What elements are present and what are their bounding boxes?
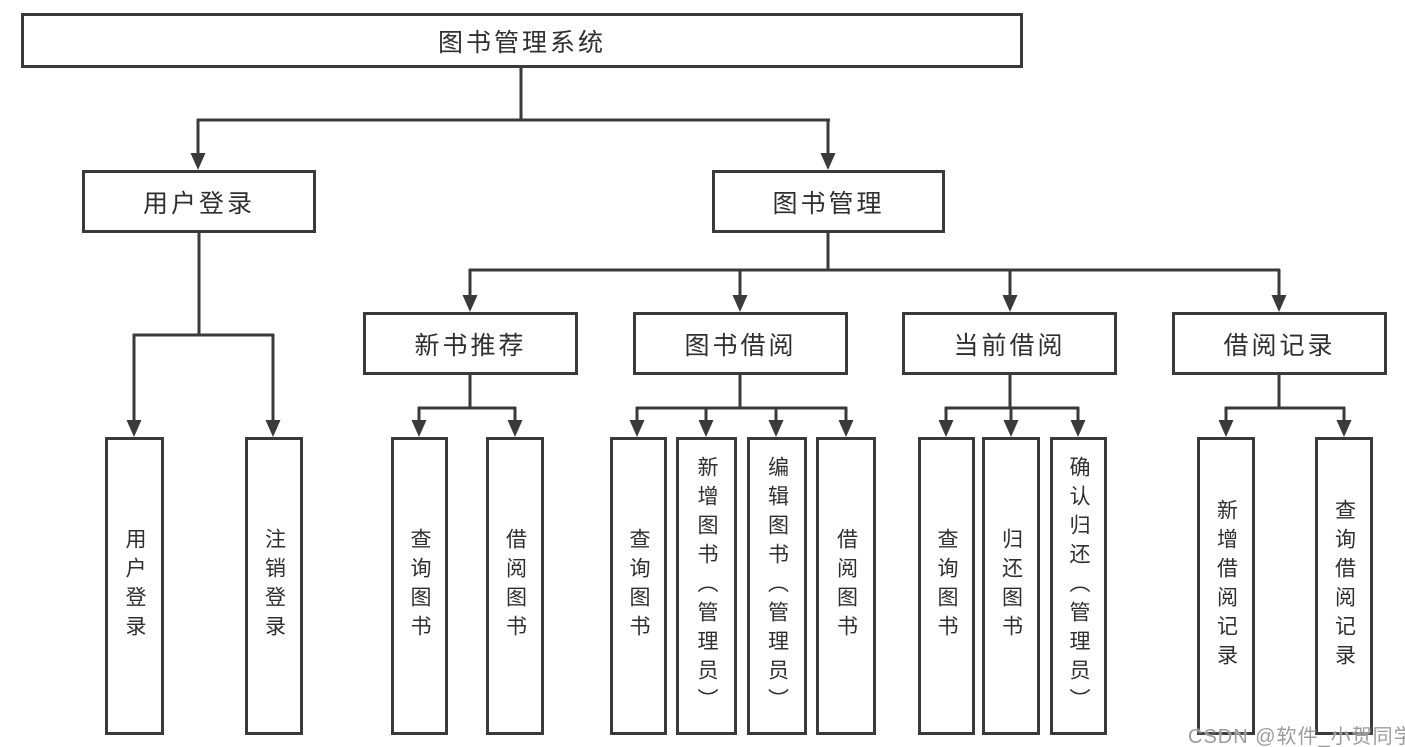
node-user-login: 用户登录 <box>82 170 316 233</box>
connector-bookmgmt-to-level3 <box>468 233 1281 298</box>
node-new-book-recommend: 新书推荐 <box>363 312 578 375</box>
csdn-watermark: CSDN @软件_小贺同学 <box>1188 726 1405 747</box>
node-leaf-confirm-return-admin: 确认归还（管理员） <box>1050 437 1107 735</box>
node-leaf-add-borrow-record: 新增借阅记录 <box>1197 437 1255 735</box>
node-leaf-query-books-3: 查询图书 <box>918 437 975 735</box>
node-book-borrow: 图书借阅 <box>633 312 848 375</box>
node-leaf-edit-books-admin: 编辑图书（管理员） <box>747 437 807 735</box>
connector-bookborrow-to-children <box>635 375 848 423</box>
node-leaf-add-books-admin: 新增图书（管理员） <box>676 437 737 735</box>
node-leaf-query-books-1: 查询图书 <box>391 437 448 735</box>
connector-borrowrecords-to-children <box>1224 375 1346 423</box>
node-current-borrow: 当前借阅 <box>902 312 1117 375</box>
connector-newbookrec-to-children <box>417 375 517 423</box>
connector-root-to-level2 <box>196 68 830 156</box>
node-library-management-system: 图书管理系统 <box>21 13 1023 68</box>
node-leaf-user-login: 用户登录 <box>105 437 164 735</box>
node-leaf-logout: 注销登录 <box>245 437 303 735</box>
node-book-management: 图书管理 <box>712 170 945 233</box>
node-leaf-return-books: 归还图书 <box>982 437 1040 735</box>
node-leaf-query-books-2: 查询图书 <box>610 437 667 735</box>
node-leaf-query-borrow-record: 查询借阅记录 <box>1315 437 1373 735</box>
connector-currentborrow-to-children <box>944 375 1080 423</box>
node-leaf-borrow-books-1: 借阅图书 <box>486 437 544 735</box>
node-borrow-records: 借阅记录 <box>1172 312 1387 375</box>
node-leaf-borrow-books-2: 借阅图书 <box>816 437 876 735</box>
arrowheads <box>126 153 1352 437</box>
connector-userlogin-to-children <box>132 233 275 423</box>
